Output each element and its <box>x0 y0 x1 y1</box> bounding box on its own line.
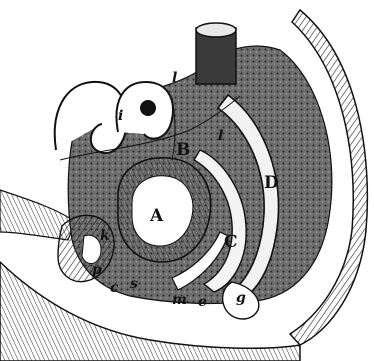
label-i: i <box>118 108 123 124</box>
label-g: g <box>236 290 246 306</box>
label-c: c <box>110 280 119 296</box>
label-B: B <box>176 140 190 160</box>
label-l-upper: l <box>172 70 177 86</box>
label-p: p <box>92 262 102 278</box>
loop-cavity <box>140 100 156 116</box>
label-l-right: l <box>218 128 223 144</box>
bowel-stump-top <box>196 23 236 37</box>
labium-inner <box>82 235 101 263</box>
label-C: C <box>224 232 238 252</box>
label-k: k <box>100 228 110 244</box>
label-e: e <box>198 294 207 310</box>
label-A: A <box>149 206 164 226</box>
label-s: s <box>130 276 138 292</box>
label-D: D <box>264 173 279 193</box>
label-m: m <box>172 292 187 308</box>
